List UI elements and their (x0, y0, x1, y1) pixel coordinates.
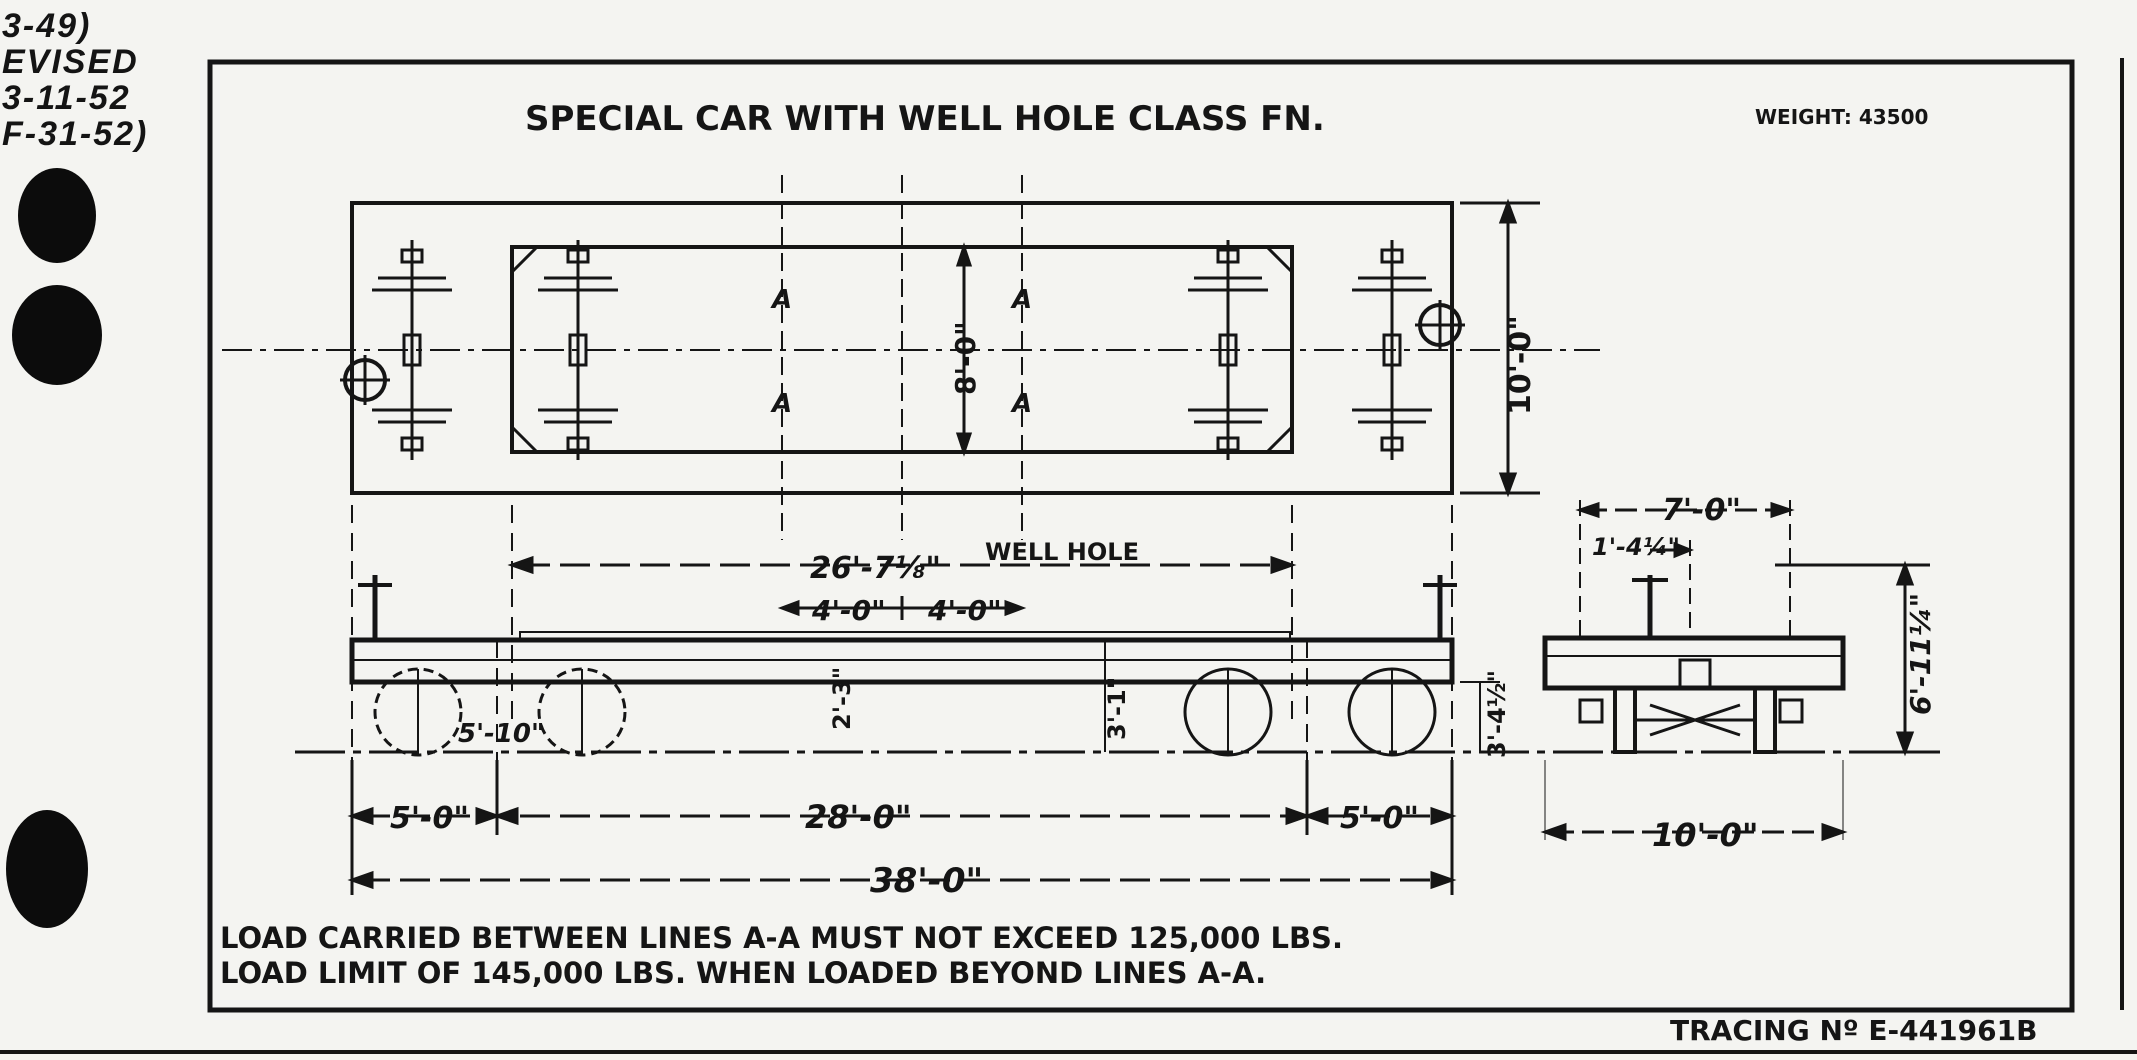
revision-line: 3-49) (2, 7, 92, 45)
truck-left-label: 5'-0" (390, 801, 469, 836)
revision-notes: 3-49) EVISED 3-11-52 F-31-52) (2, 8, 148, 152)
well-width-dimension (955, 242, 973, 457)
plan-width-label: 10'-0" (1503, 315, 1538, 415)
plan-view (222, 175, 1600, 540)
wheelset-mark (1380, 436, 1404, 452)
punch-hole-middle (12, 285, 102, 385)
plan-axles (372, 240, 1432, 460)
wheelset-mark (400, 248, 424, 264)
punch-hole-top (18, 168, 96, 263)
end-elevation (1542, 500, 1846, 840)
wheelset-mark (400, 436, 424, 452)
a-spacing-right-label: 4'-0" (927, 594, 1002, 627)
end-offset-label: 1'-4¼" (1592, 533, 1680, 561)
section-mark-a: A (770, 285, 792, 315)
drawing-border (207, 59, 2075, 1013)
deck-high-label: 3'-1" (1103, 677, 1131, 740)
plan-width-dimension (1460, 198, 1540, 498)
end-dimensions (1540, 501, 1930, 842)
section-mark-a: A (770, 389, 792, 419)
wheelset-mark (568, 333, 588, 367)
punch-hole-bottom (6, 810, 88, 928)
revision-line: F-31-52) (2, 115, 149, 153)
wheelset-mark (1380, 248, 1404, 264)
truck-centers-label: 28'-0" (805, 798, 912, 836)
deck-height-end-label: 3'-4½" (1483, 670, 1511, 758)
a-spacing-dimension (777, 596, 1027, 620)
end-width-bottom-label: 10'-0" (1652, 816, 1759, 854)
side-elevation (295, 575, 1940, 757)
tracing-number: TRACING Nº E-441961B (1670, 1014, 2037, 1047)
revision-line: EVISED (2, 43, 139, 81)
well-hole-label: WELL HOLE (985, 538, 1139, 566)
deck-height-end-dimension (1460, 681, 1500, 752)
section-mark-a: A (1010, 285, 1032, 315)
length-dimensions (347, 760, 1457, 895)
drawing-title: SPECIAL CAR WITH WELL HOLE CLASS FN. (525, 99, 1325, 139)
revision-line: 3-11-52 (2, 79, 131, 117)
section-mark-a: A (1010, 389, 1032, 419)
wheelset-mark (1218, 333, 1238, 367)
well-hole-dimension (507, 555, 1297, 575)
wheelset-mark (1216, 248, 1240, 264)
wheelset-mark (1382, 333, 1402, 367)
a-spacing-left-label: 4'-0" (811, 594, 886, 627)
wheelset-mark (402, 333, 422, 367)
well-width-label: 8'-0" (949, 321, 982, 395)
truck-right-label: 5'-0" (1340, 801, 1419, 836)
wheelset-mark (1216, 436, 1240, 452)
end-height-label: 6'-11¼" (1904, 593, 1937, 715)
end-body (1542, 635, 1846, 691)
wheelset-mark (566, 248, 590, 264)
wheelset-mark (566, 436, 590, 452)
deck-low-label: 2'-3" (828, 667, 856, 730)
wheelbase-label: 5'-10" (458, 719, 545, 749)
load-note-between-lines: LOAD CARRIED BETWEEN LINES A-A MUST NOT … (220, 921, 1343, 955)
weight-label: WEIGHT: 43500 (1755, 105, 1928, 129)
load-note-beyond-lines: LOAD LIMIT OF 145,000 LBS. WHEN LOADED B… (220, 956, 1266, 990)
well-hole-length-label: 26'-7⅛" (810, 551, 941, 586)
end-width-top-label: 7'-0" (1662, 493, 1741, 528)
overall-length-label: 38'-0" (870, 861, 983, 901)
